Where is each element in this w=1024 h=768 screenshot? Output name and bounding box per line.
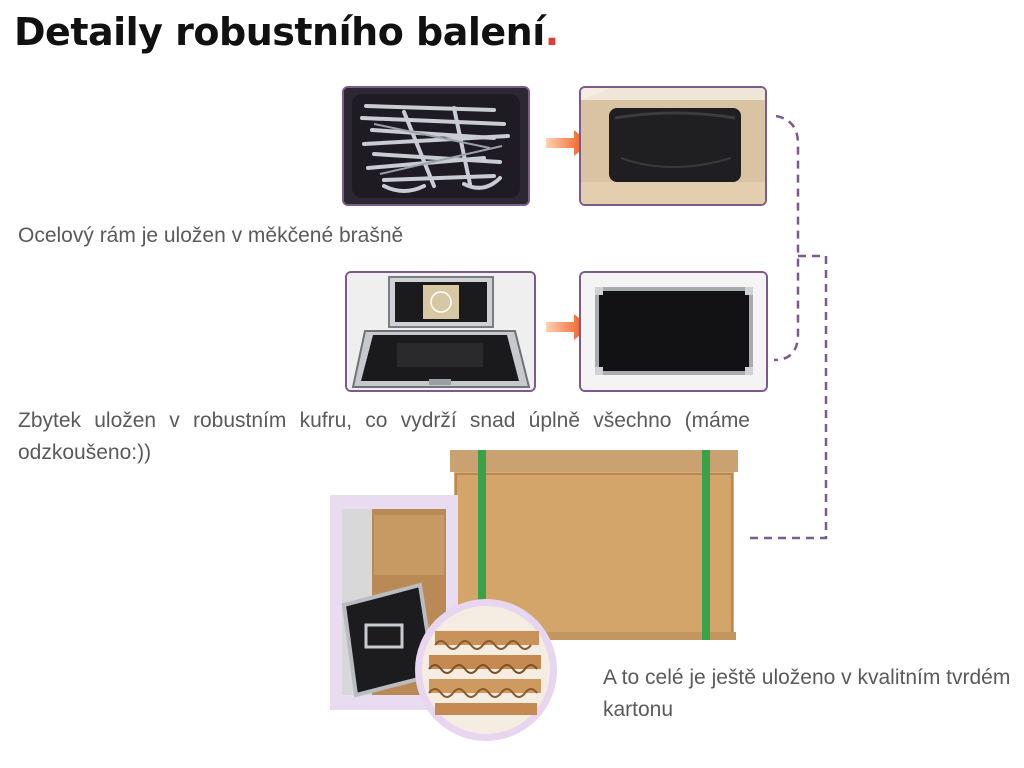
case-inside-carton-photo (330, 495, 458, 710)
corrugated-cardboard-layers-photo (415, 599, 557, 741)
page-title-text: Detaily robustního balení (14, 10, 545, 54)
caption-rest-case: Zbytek uložen v robustním kufru, co vydr… (18, 409, 750, 464)
bag-in-cardboard-box-photo (579, 86, 767, 206)
steel-frame-bag-photo (342, 86, 530, 206)
caption-carton: A to celé je ještě uloženo v kvalitním t… (603, 666, 1011, 721)
caption-frame-bag: Ocelový rám je uložen v měkčené brašně (18, 224, 404, 247)
title-accent-dot: . (544, 10, 559, 54)
dashed-bracket-connector (750, 114, 828, 540)
page-title: Detaily robustního balení. (14, 10, 559, 54)
flight-case-photo (345, 271, 536, 392)
display-panel-photo (579, 271, 768, 392)
